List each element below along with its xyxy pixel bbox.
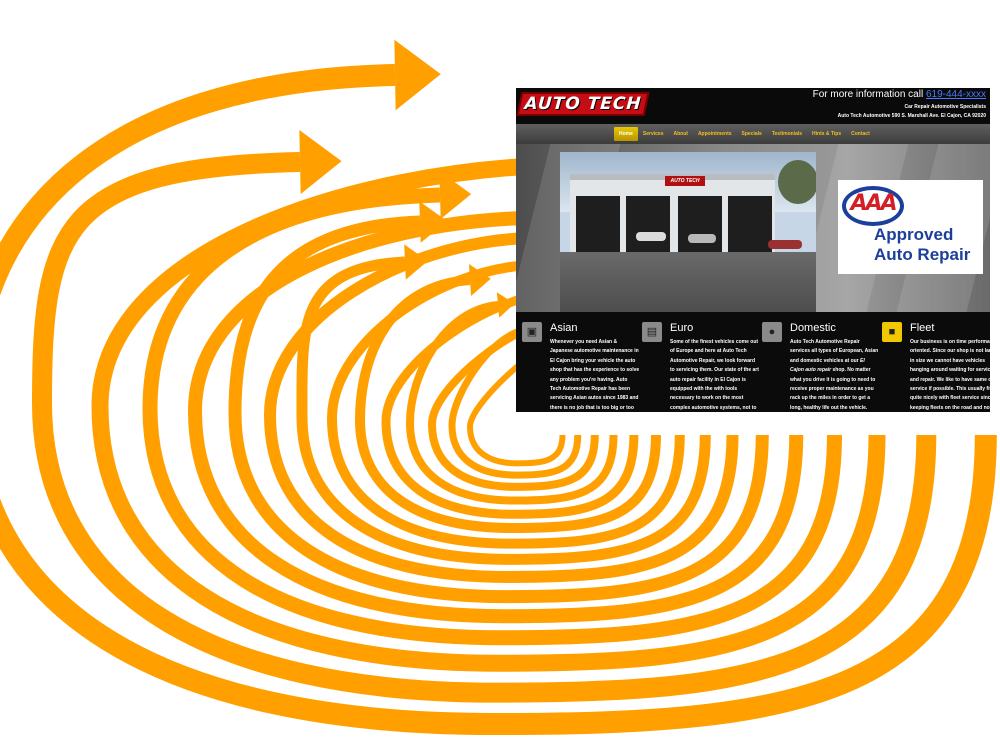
nav-testimonials[interactable]: Testimonials (771, 131, 803, 137)
nav-contact[interactable]: Contact (851, 131, 870, 137)
aaa-approved-badge: AAA Approved Auto Repair (838, 180, 983, 274)
address: Auto Tech Automotive 590 S. Marshall Ave… (837, 113, 986, 119)
fleet-icon: ■ (882, 322, 902, 342)
call-info: For more information call 619-444-xxxx (813, 89, 986, 100)
photo-parking-lot (560, 252, 816, 312)
spiral-ring (142, 187, 842, 646)
car-front-icon: ▣ (522, 322, 542, 342)
spiral-ring (0, 64, 997, 736)
services-section: ▣ Asian Whenever you need Asian & Japane… (516, 314, 990, 412)
nav-appointments[interactable]: Appointments (697, 131, 732, 137)
nav-bar: Home Services About Appointments Special… (516, 124, 990, 144)
nav-home[interactable]: Home (614, 127, 638, 141)
photo-sign: AUTO TECH (665, 176, 705, 186)
nav-about[interactable]: About (673, 131, 688, 137)
service-title[interactable]: Fleet (910, 322, 935, 334)
service-text: Some of the finest vehicles come out of … (670, 339, 759, 411)
badge-line1: Approved (874, 225, 954, 244)
service-fleet: ■ Fleet Our business is on time performa… (882, 320, 990, 412)
nav-specials[interactable]: Specials (741, 131, 762, 137)
spiral-ring (405, 301, 618, 505)
spiral-arrowhead (404, 244, 428, 280)
site-header: AUTO TECH For more information call 619-… (516, 88, 990, 122)
phone-link[interactable]: 619-444-xxxx (925, 89, 986, 100)
auto-tech-logo[interactable]: AUTO TECH (516, 92, 650, 116)
spiral-arrowhead (496, 292, 515, 318)
tagline: Car Repair Automotive Specialists (904, 104, 986, 110)
nav-menu: Home Services About Appointments Special… (614, 127, 875, 141)
service-title[interactable]: Euro (670, 322, 694, 334)
service-title[interactable]: Asian (550, 322, 578, 334)
spiral-ring (448, 326, 582, 479)
service-text-post: shop. No matter what you drive it is goi… (790, 367, 876, 411)
spiral-ring (466, 337, 566, 467)
service-text: Whenever you need Asian & Japanese autom… (550, 339, 640, 411)
service-text: Our business is on time performance orie… (910, 339, 990, 411)
spiral-arrowhead (299, 130, 342, 194)
spiral-ring (263, 232, 739, 584)
spiral-ring (31, 152, 937, 703)
spiral-ring (296, 256, 711, 565)
website-screenshot: AUTO TECH For more information call 619-… (516, 88, 990, 412)
service-text-pre: Auto Tech Automotive Repair services all… (790, 339, 879, 364)
service-text-em: El Cajon auto repair (790, 357, 865, 374)
service-asian: ▣ Asian Whenever you need Asian & Japane… (522, 320, 639, 412)
service-domestic: ● Domestic Auto Tech Automotive Repair s… (762, 320, 878, 412)
aaa-letters: AAA (850, 191, 897, 216)
spiral-ring (228, 215, 769, 604)
logo-text: AUTO TECH (523, 94, 643, 114)
spiral-arrowhead (419, 201, 448, 243)
photo-tree (778, 160, 816, 204)
garage-bay (728, 196, 772, 252)
aaa-oval (842, 186, 904, 226)
garage-bay (626, 196, 670, 252)
sedan-icon: ● (762, 322, 782, 342)
badge-line2: Auto Repair (874, 245, 971, 264)
nav-hints-tips[interactable]: Hints & Tips (812, 131, 842, 137)
hero-banner: AUTO TECH AAA Approved Auto Repair (516, 144, 990, 312)
garage-bay (576, 196, 620, 252)
car-side-icon: ▤ (642, 322, 662, 342)
service-text: Auto Tech Automotive Repair services all… (790, 338, 880, 412)
service-euro: ▤ Euro Some of the finest vehicles come … (642, 320, 759, 412)
nav-services[interactable]: Services (642, 131, 664, 137)
call-text: For more information call (812, 89, 924, 100)
service-title[interactable]: Domestic (790, 322, 836, 334)
car (768, 240, 802, 249)
shop-photo: AUTO TECH (560, 152, 816, 312)
spiral-arrowhead (439, 171, 472, 219)
spiral-ring (381, 287, 639, 519)
spiral-ring (187, 211, 804, 624)
spiral-arrowhead (469, 264, 491, 296)
garage-bay (678, 196, 722, 252)
spiral-ring (354, 275, 661, 534)
car (688, 234, 716, 243)
car (636, 232, 666, 241)
spiral-arrowhead (394, 39, 441, 111)
